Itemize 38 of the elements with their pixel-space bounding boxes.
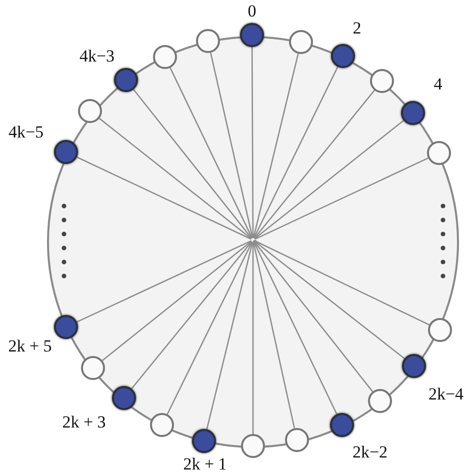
vertex-label: 0: [248, 2, 256, 20]
spoke-line: [76, 156, 252, 240]
spoke-line: [254, 120, 404, 240]
spoke-line: [102, 240, 252, 362]
empty-vertex: [196, 29, 220, 53]
filled-vertex: [240, 23, 264, 47]
spoke-line: [254, 240, 430, 326]
spoke-line: [210, 52, 254, 238]
spoke-line: [254, 90, 375, 239]
hub-point: [253, 240, 257, 244]
spoke-line: [252, 54, 299, 238]
spoke-line: [253, 66, 338, 238]
vertex-label: 2: [352, 20, 362, 36]
vertex-label: 2k + 1: [183, 456, 227, 472]
spoke-line: [252, 242, 254, 434]
filled-vertex: [192, 429, 216, 453]
vertex-label: 4k−5: [8, 124, 44, 140]
spoke-line: [99, 118, 252, 240]
spoke-line: [166, 242, 253, 415]
spoke-line: [252, 242, 296, 428]
vertex-label: 2k−2: [352, 444, 388, 460]
empty-vertex: [285, 428, 309, 452]
spoke-line: [254, 241, 374, 392]
vertex-label: 2k−4: [428, 386, 464, 402]
spoke-line: [76, 240, 252, 323]
spoke-line: [254, 240, 405, 360]
vertex-label: 2k + 3: [62, 414, 106, 430]
empty-vertex: [289, 30, 313, 54]
spoke-line: [132, 89, 252, 239]
spoke-line: [254, 158, 428, 240]
spoke-line: [251, 47, 254, 238]
vertex-label: 4: [434, 76, 442, 92]
empty-vertex: [241, 434, 265, 458]
spoke-line: [206, 242, 254, 430]
vertex-label: 2k + 5: [8, 338, 52, 354]
vertex-label: 4k−3: [79, 48, 115, 64]
spoke-line: [170, 68, 253, 238]
spoke-line: [253, 242, 338, 414]
